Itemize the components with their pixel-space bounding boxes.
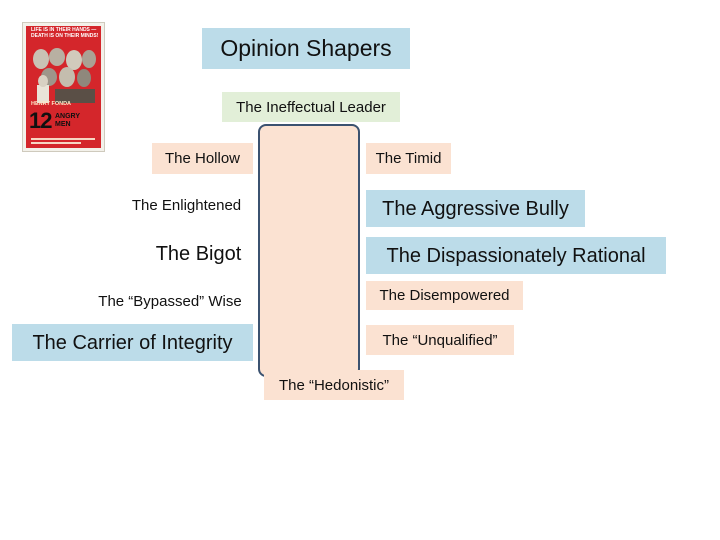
page-title: Opinion Shapers bbox=[202, 28, 410, 69]
left-item-integrity: The Carrier of Integrity bbox=[12, 324, 253, 361]
poster-tagline: LIFE IS IN THEIR HANDS — DEATH IS ON THE… bbox=[31, 27, 99, 39]
left-item-enlightened: The Enlightened bbox=[131, 197, 242, 214]
movie-poster: LIFE IS IN THEIR HANDS — DEATH IS ON THE… bbox=[22, 22, 105, 152]
poster-number: 12 bbox=[29, 108, 53, 133]
left-item-hollow: The Hollow bbox=[152, 143, 253, 174]
right-item-bully: The Aggressive Bully bbox=[366, 190, 585, 227]
center-top-label: The Ineffectual Leader bbox=[222, 92, 400, 122]
right-item-unqualified: The “Unqualified” bbox=[366, 325, 514, 355]
left-item-bigot: The Bigot bbox=[155, 242, 242, 265]
poster-faces-illustration bbox=[33, 48, 96, 103]
right-item-disempowered: The Disempowered bbox=[366, 281, 523, 310]
right-item-timid: The Timid bbox=[366, 143, 451, 174]
center-bottom-label: The “Hedonistic” bbox=[264, 370, 404, 400]
center-column bbox=[258, 124, 360, 377]
left-item-bypassed: The “Bypassed” Wise bbox=[98, 293, 242, 310]
poster-title-words: ANGRY MEN bbox=[55, 113, 80, 128]
poster-star-name: HENRY FONDA bbox=[31, 101, 72, 107]
right-item-rational: The Dispassionately Rational bbox=[366, 237, 666, 274]
poster-credits-line bbox=[31, 138, 95, 140]
poster-credits-line bbox=[31, 142, 81, 144]
